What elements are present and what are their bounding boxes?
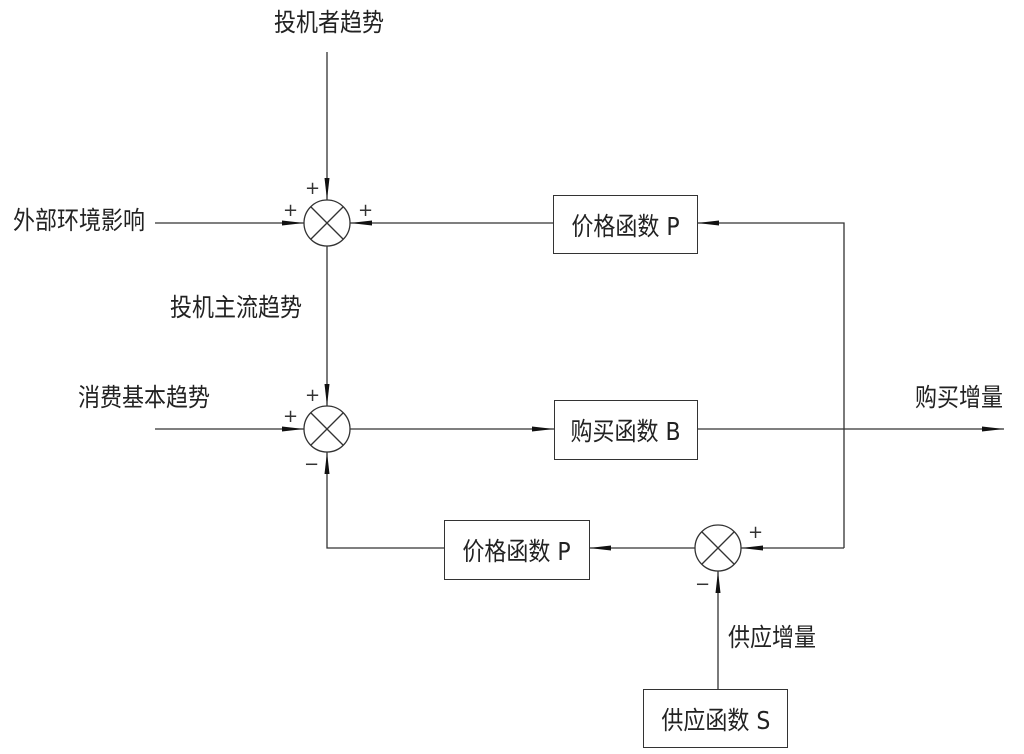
purchase-function-block: 购买函数 B <box>554 400 698 460</box>
j1-left-sign: + <box>283 200 299 221</box>
j2-top-sign: + <box>305 385 321 406</box>
external-influence-label: 外部环境影响 <box>13 206 146 235</box>
price-function-top-label: 价格函数 P <box>571 211 680 241</box>
summing-junction-1 <box>303 199 351 247</box>
supply-function-block: 供应函数 S <box>643 689 788 748</box>
j3-bottom-sign: − <box>695 574 711 595</box>
summing-junction-3 <box>694 524 742 572</box>
j2-left-sign: + <box>283 406 299 427</box>
speculator-trend-label: 投机者趋势 <box>274 8 385 37</box>
j1-right-sign: + <box>358 200 374 221</box>
consumption-basic-trend-label: 消费基本趋势 <box>78 383 211 412</box>
supply-increment-label: 供应增量 <box>728 623 817 652</box>
j3-right-sign: + <box>748 522 764 543</box>
summing-junction-2 <box>303 405 351 453</box>
purchase-increment-label: 购买增量 <box>915 383 1004 412</box>
purchase-function-label: 购买函数 B <box>570 417 682 446</box>
speculation-mainstream-label: 投机主流趋势 <box>170 293 303 322</box>
price-function-bottom-label: 价格函数 P <box>462 537 572 566</box>
price-function-bottom-block: 价格函数 P <box>444 520 590 580</box>
j1-top-sign: + <box>305 178 321 199</box>
price-function-top-block: 价格函数 P <box>553 195 698 254</box>
supply-function-label: 供应函数 S <box>661 705 770 735</box>
j2-bottom-sign: − <box>304 454 320 475</box>
arrow-price-bottom-to-j2 <box>324 452 444 549</box>
feedback-line-right <box>697 220 845 548</box>
